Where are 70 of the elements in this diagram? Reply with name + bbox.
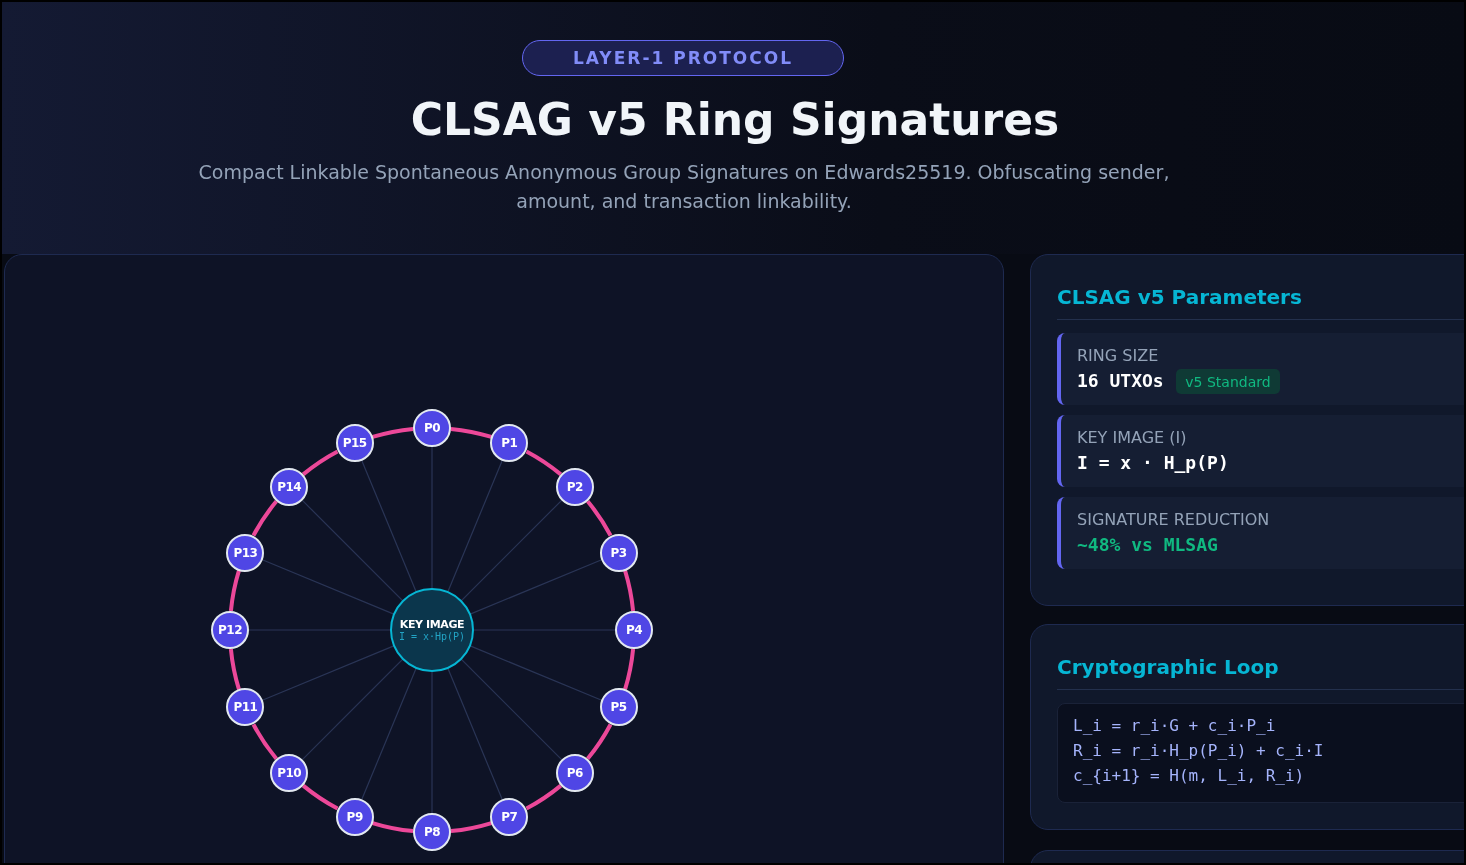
formula-line: L_i = r_i·G + c_i·P_i xyxy=(1073,716,1276,735)
protocol-tag xyxy=(522,40,844,76)
spoke-line xyxy=(447,460,503,592)
formula-line: c_{i+1} = H(m, L_i, R_i) xyxy=(1073,766,1305,785)
ring-arc xyxy=(450,426,492,439)
parameter-label: KEY IMAGE (I) xyxy=(1077,428,1187,447)
member-label: P10 xyxy=(277,765,302,780)
parameters-card xyxy=(1030,254,1464,606)
formula-line: R_i = r_i·H_p(P_i) + c_i·I xyxy=(1073,741,1324,760)
spoke-line xyxy=(461,500,562,601)
member-label: P2 xyxy=(566,480,583,495)
member-label: P0 xyxy=(423,421,441,435)
spoke-line xyxy=(470,645,602,701)
member-label: P1 xyxy=(501,436,518,451)
ring-arc xyxy=(372,821,414,834)
spoke-line xyxy=(461,659,562,760)
page-title: CLSAG v5 Ring Signatures xyxy=(410,94,1060,145)
member-label: P9 xyxy=(346,809,363,824)
ring-arc xyxy=(301,784,339,811)
parameter-value: ~48% vs MLSAG xyxy=(1077,534,1218,555)
member-label: P8 xyxy=(423,825,441,839)
parameter-value: I = x · H_p(P) xyxy=(1077,452,1229,473)
member-label: P12 xyxy=(218,623,242,637)
spoke-line xyxy=(262,645,394,701)
ring-arc xyxy=(228,570,241,612)
spoke-line xyxy=(361,668,417,800)
spoke-line xyxy=(262,559,394,615)
key-image-formula: I = x·Hp(P) xyxy=(398,631,466,642)
member-label: P3 xyxy=(610,545,627,560)
member-label: P4 xyxy=(625,623,643,637)
ring-arc xyxy=(623,648,636,690)
parameter-label: SIGNATURE REDUCTION xyxy=(1077,510,1270,529)
parameter-card xyxy=(1057,333,1464,405)
ring-arc xyxy=(586,723,613,761)
key-image-circle xyxy=(390,588,474,672)
ring-arc xyxy=(450,821,492,834)
spoke-line xyxy=(470,559,602,615)
loop-card xyxy=(1030,624,1464,830)
member-label: P5 xyxy=(610,700,627,715)
ring-arc xyxy=(228,648,241,690)
spoke-line xyxy=(361,460,417,592)
tag-text: v5 Standard xyxy=(1185,373,1271,390)
spoke-line xyxy=(447,668,503,800)
member-label: P11 xyxy=(233,700,258,715)
code-block xyxy=(1057,703,1464,803)
subtitle-text: Compact Linkable Spontaneous Anonymous Group Signatures on Edwards25519. Obfuscating sender, amount, and transaction linkability. xyxy=(197,160,1171,214)
member-label: P6 xyxy=(566,765,583,780)
member-label: P15 xyxy=(342,436,367,451)
ring-arc xyxy=(623,570,636,612)
card-heading: CLSAG v5 Parameters xyxy=(1057,285,1302,309)
parameter-label: RING SIZE xyxy=(1077,346,1159,365)
member-label: P14 xyxy=(277,480,302,495)
ring-arc xyxy=(251,499,278,537)
member-label: P7 xyxy=(501,809,518,824)
spoke-line xyxy=(302,500,403,601)
status-tag xyxy=(1176,369,1280,394)
ring-arc xyxy=(586,499,613,537)
ring-arc xyxy=(525,449,563,476)
parameter-card xyxy=(1057,497,1464,569)
parameter-card xyxy=(1057,415,1464,487)
key-image-label: KEY IMAGE xyxy=(399,618,465,631)
ring-arc xyxy=(372,426,414,439)
member-label: P13 xyxy=(233,545,258,560)
ring-arc xyxy=(525,784,563,811)
ring-arc xyxy=(251,723,278,761)
spoke-line xyxy=(302,659,403,760)
parameter-value: 16 UTXOs xyxy=(1077,370,1164,391)
tag-text: LAYER-1 PROTOCOL xyxy=(573,48,793,68)
ring-arc xyxy=(301,449,339,476)
card-heading: Cryptographic Loop xyxy=(1057,655,1279,679)
